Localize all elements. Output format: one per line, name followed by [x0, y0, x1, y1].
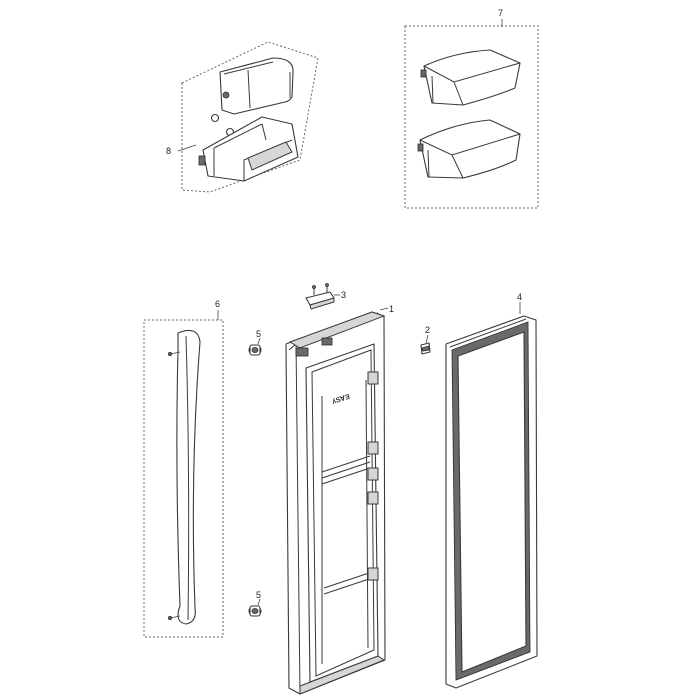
bin-base	[202, 116, 299, 182]
liner-clip-4	[367, 491, 379, 505]
callout-1: 1	[389, 304, 394, 314]
door-bottom-cap	[299, 655, 386, 695]
liner-clip-1	[367, 371, 379, 385]
part-5-stud-bottom	[248, 598, 262, 617]
door-hinge-block-left	[295, 347, 309, 357]
liner-clip-5	[367, 567, 379, 581]
door-bin-upper	[423, 49, 521, 106]
callout-5-top: 5	[256, 329, 261, 339]
part-5-stud-top	[248, 337, 262, 356]
part-3-hinge-cap	[305, 283, 340, 310]
bin-cover	[219, 57, 294, 115]
callout-2: 2	[425, 325, 430, 335]
liner-clip-2	[367, 441, 379, 455]
door-top-cap	[288, 311, 386, 349]
door-shelf-2	[321, 467, 371, 485]
callout-8: 8	[166, 146, 171, 156]
part-group-6	[143, 310, 224, 638]
callout-3: 3	[341, 290, 346, 300]
part-group-7	[404, 19, 539, 209]
part-4-door-gasket	[445, 302, 538, 689]
group-6-dashed-outline	[143, 319, 224, 638]
bin-hinge	[198, 155, 206, 166]
cover-clip	[222, 91, 230, 99]
callout-5-bottom: 5	[256, 590, 261, 600]
callout-4: 4	[517, 292, 522, 302]
door-hinge-block-right	[321, 337, 333, 346]
door-shelf-3	[323, 571, 373, 595]
group-7-dashed-outline	[404, 25, 539, 209]
bin-upper-hook	[420, 69, 427, 78]
part-1-door-assembly: ʎS∀Ǝ	[285, 307, 389, 695]
part-2-cap	[420, 334, 431, 355]
callout-7: 7	[498, 8, 503, 18]
door-shelf-1	[321, 455, 371, 479]
clip-left	[210, 113, 220, 123]
callout-6: 6	[215, 299, 220, 309]
part-group-8	[177, 41, 319, 193]
liner-clip-3	[367, 467, 379, 481]
bin-lower-hook	[417, 143, 424, 152]
